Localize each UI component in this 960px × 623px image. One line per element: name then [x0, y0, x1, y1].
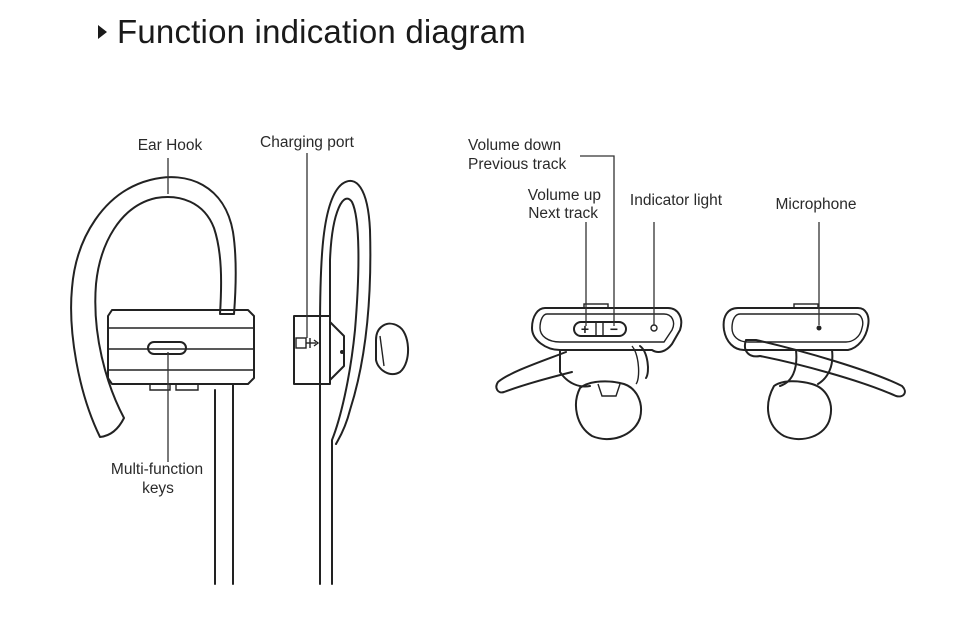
volume-button-pill [573, 321, 627, 337]
label-volume-up: Volume up [528, 187, 601, 204]
earbud-front-view [293, 179, 409, 585]
label-indicator-light: Indicator light [630, 192, 723, 209]
title-row: Function indication diagram [98, 12, 526, 52]
ear-tip-side [375, 322, 409, 376]
leader-lines [167, 153, 820, 462]
label-ear-hook: Ear Hook [138, 137, 203, 154]
label-charging-port: Charging port [260, 134, 355, 151]
label-next-track: Next track [528, 205, 598, 222]
earbud-microphone-view [722, 303, 906, 441]
label-previous-track: Previous track [468, 156, 566, 173]
usb-icon [295, 337, 320, 349]
ear-tip-controls [575, 380, 642, 441]
plus-symbol: + [581, 321, 589, 337]
controls-arm [495, 351, 573, 394]
earbud-side-view [70, 176, 255, 585]
controls-body [531, 307, 683, 353]
multifunction-key [147, 341, 187, 355]
label-microphone: Microphone [776, 196, 857, 213]
leader-volume-down [580, 155, 615, 326]
earbud-controls-view: + − [495, 303, 683, 441]
microphone-body [722, 307, 870, 351]
labels: Ear Hook Charging port Volume down Previ… [111, 134, 857, 497]
ear-tip-microphone [767, 380, 832, 441]
ear-hook-shape [70, 176, 237, 438]
indicator-light-dot [650, 324, 658, 332]
charging-port-housing [293, 315, 331, 385]
title-arrow-icon [98, 25, 107, 39]
earbud-body [107, 309, 255, 385]
label-multi-function: Multi-function [111, 461, 203, 478]
front-ear-hook [319, 179, 372, 585]
microphone-arm [744, 339, 906, 398]
label-keys: keys [142, 480, 174, 497]
minus-symbol: − [610, 321, 618, 337]
page-title: Function indication diagram [117, 13, 526, 50]
label-volume-down: Volume down [468, 137, 561, 154]
microphone-dot [816, 325, 822, 331]
